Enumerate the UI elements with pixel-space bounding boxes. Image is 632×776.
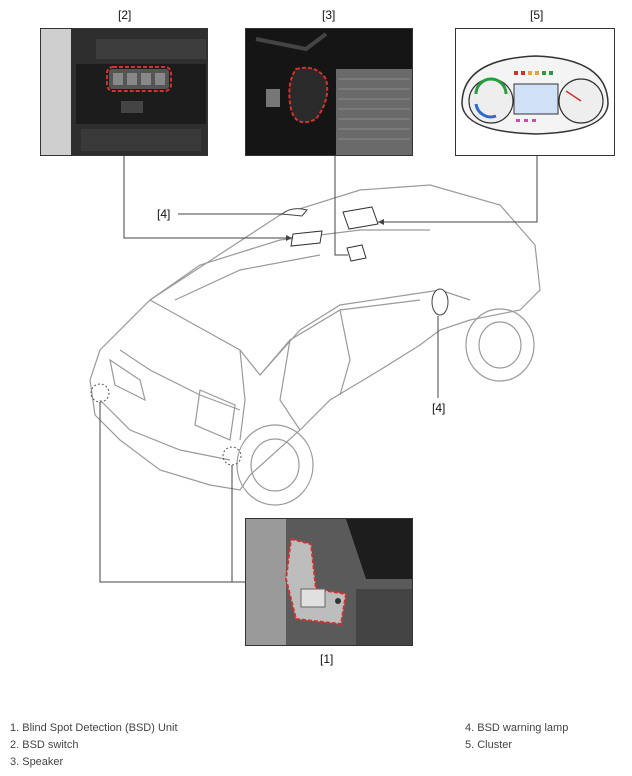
legend-left: 1. Blind Spot Detection (BSD) Unit 2. BS…	[10, 720, 178, 771]
cluster-marker	[342, 206, 379, 230]
callout-5: [5]	[530, 8, 544, 22]
switch-marker	[290, 230, 323, 247]
callout-3: [3]	[322, 8, 336, 22]
legend-item-1: 1. Blind Spot Detection (BSD) Unit	[10, 722, 178, 734]
legend-item-3: 3. Speaker	[10, 756, 64, 768]
speaker-photo	[245, 28, 413, 156]
legend-item-4: 4. BSD warning lamp	[465, 722, 569, 734]
bsd-unit-photo	[245, 518, 413, 646]
legend-right: 4. BSD warning lamp 5. Cluster	[465, 720, 568, 754]
bsd-left-circle	[90, 383, 110, 403]
cluster-photo	[455, 28, 615, 156]
warning-lamp-right-marker	[431, 288, 449, 316]
callout-4-right: [4]	[432, 401, 446, 415]
callout-2: [2]	[118, 8, 132, 22]
leader-lines	[99, 155, 538, 583]
wheels	[236, 308, 535, 506]
car-outline	[89, 184, 541, 491]
callout-4-left: [4]	[157, 207, 171, 221]
bsd-switch-photo	[40, 28, 208, 156]
legend-item-2: 2. BSD switch	[10, 739, 79, 751]
speaker-marker	[346, 244, 367, 262]
bsd-right-circle	[222, 446, 242, 466]
legend-item-5: 5. Cluster	[465, 739, 513, 751]
warning-lamp-left-marker	[280, 208, 308, 217]
callout-1: [1]	[320, 652, 334, 666]
